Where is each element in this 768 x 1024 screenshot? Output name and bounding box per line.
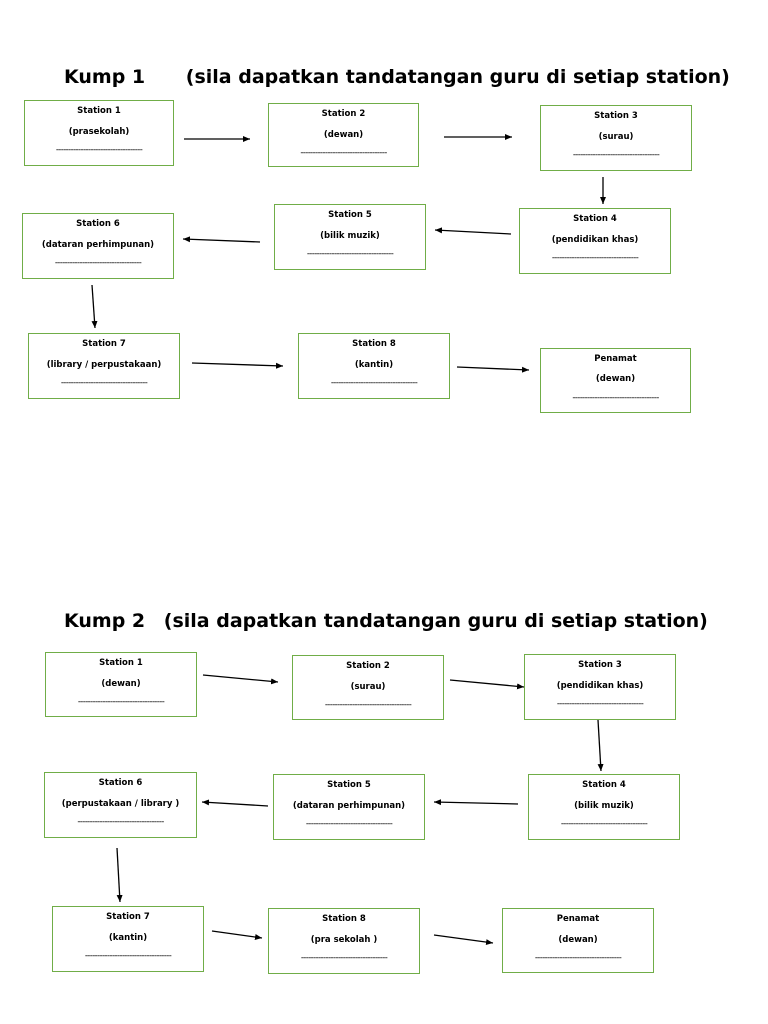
g2-arrow-4-5 <box>433 799 519 806</box>
g1-station-2-box: Station 2 (dewan) ----------------------… <box>268 103 419 167</box>
g1-station-1-title: Station 1 <box>77 106 121 116</box>
g2-station-6-box: Station 6 (perpustakaan / library ) ----… <box>44 772 197 838</box>
g2-station-5-signature: ----------------------------------- <box>305 819 393 829</box>
g1-station-2-title: Station 2 <box>321 109 366 119</box>
g2-station-3-title: Station 3 <box>578 660 622 670</box>
g2-arrow-3-4 <box>597 719 604 772</box>
g1-station-6-title: Station 6 <box>76 219 120 229</box>
g2-station-5-box: Station 5 (dataran perhimpunan) --------… <box>273 774 425 840</box>
g2-station-1-title: Station 1 <box>99 658 143 668</box>
g1-station-5-place: (bilik muzik) <box>320 231 380 241</box>
g2-finish-place: (dewan) <box>558 935 598 945</box>
g2-station-1-box: Station 1 (dewan) ----------------------… <box>45 652 197 717</box>
g1-station-5-title: Station 5 <box>328 210 372 220</box>
g2-station-7-title: Station 7 <box>106 912 150 922</box>
g2-station-7-signature: ----------------------------------- <box>84 951 172 961</box>
g2-arrow-6-7 <box>116 847 123 903</box>
g2-station-2-box: Station 2 (surau) ----------------------… <box>292 655 444 720</box>
g2-station-2-title: Station 2 <box>346 661 390 671</box>
g1-station-4-box: Station 4 (pendidikan khas) ------------… <box>519 208 671 274</box>
g1-station-5-signature: ----------------------------------- <box>306 249 394 259</box>
g1-station-4-signature: ----------------------------------- <box>551 253 639 263</box>
g1-station-1-box: Station 1 (prasekolah) -----------------… <box>24 100 174 166</box>
group-2-heading: Kump 2 (sila dapatkan tandatangan guru d… <box>64 610 708 632</box>
g2-station-4-place: (bilik muzik) <box>574 801 634 811</box>
g1-station-5-box: Station 5 (bilik muzik) ----------------… <box>274 204 426 270</box>
group-2-name: Kump 2 <box>64 610 146 632</box>
g1-station-7-box: Station 7 (library / perpustakaan) -----… <box>28 333 180 399</box>
g1-station-6-box: Station 6 (dataran perhimpunan) --------… <box>22 213 174 279</box>
g2-arrow-7-8 <box>211 930 263 941</box>
g2-station-7-box: Station 7 (kantin) ---------------------… <box>52 906 204 972</box>
g1-arrow-8-finish <box>456 366 530 373</box>
g1-arrow-5-6 <box>182 236 261 243</box>
g2-station-4-title: Station 4 <box>582 780 626 790</box>
g2-station-5-title: Station 5 <box>327 780 371 790</box>
g1-station-7-title: Station 7 <box>82 339 126 349</box>
g1-station-2-place: (dewan) <box>323 130 364 140</box>
g1-station-3-box: Station 3 (surau) ----------------------… <box>540 105 692 171</box>
g1-station-8-place: (kantin) <box>354 360 394 370</box>
g2-station-8-box: Station 8 (pra sekolah ) ---------------… <box>268 908 420 974</box>
group-1-instruction: (sila dapatkan tandatangan guru di setia… <box>185 66 730 88</box>
g2-station-2-signature: ----------------------------------- <box>324 700 412 710</box>
g1-finish-title: Penamat <box>594 354 637 364</box>
g1-station-6-signature: ----------------------------------- <box>54 258 142 268</box>
g2-station-6-title: Station 6 <box>98 778 143 788</box>
g1-station-7-signature: ----------------------------------- <box>60 378 148 388</box>
g2-station-7-place: (kantin) <box>108 933 148 943</box>
g2-station-1-signature: ----------------------------------- <box>77 697 165 707</box>
g1-arrow-6-7 <box>91 284 98 329</box>
g2-finish-title: Penamat <box>556 914 600 924</box>
g1-finish-signature: ----------------------------------- <box>572 393 659 403</box>
g1-arrow-4-5 <box>434 227 512 235</box>
group-1-name: Kump 1 <box>64 66 146 88</box>
g1-station-6-place: (dataran perhimpunan) <box>41 240 155 250</box>
g1-station-3-signature: ----------------------------------- <box>572 150 660 160</box>
g2-arrow-5-6 <box>201 799 269 807</box>
g1-station-7-place: (library / perpustakaan) <box>46 360 162 370</box>
g1-station-8-title: Station 8 <box>352 339 396 349</box>
group-2-instruction: (sila dapatkan tandatangan guru di setia… <box>163 610 708 632</box>
g1-station-4-place: (pendidikan khas) <box>551 235 639 245</box>
g2-station-8-title: Station 8 <box>322 914 366 924</box>
g1-station-1-signature: ----------------------------------- <box>55 145 143 155</box>
group-1-heading: Kump 1 (sila dapatkan tandatangan guru d… <box>64 66 730 88</box>
g1-station-8-box: Station 8 (kantin) ---------------------… <box>298 333 450 399</box>
g2-station-1-place: (dewan) <box>101 679 141 689</box>
g2-station-8-signature: ----------------------------------- <box>300 953 388 963</box>
g2-station-6-place: (perpustakaan / library ) <box>61 799 180 809</box>
g1-finish-place: (dewan) <box>595 374 636 384</box>
g2-arrow-8-finish <box>433 934 494 946</box>
g2-station-3-place: (pendidikan khas) <box>556 681 644 691</box>
g1-station-2-signature: ----------------------------------- <box>300 148 387 158</box>
g2-station-5-place: (dataran perhimpunan) <box>292 801 406 811</box>
g2-station-3-box: Station 3 (pendidikan khas) ------------… <box>524 654 676 720</box>
g2-station-4-signature: ----------------------------------- <box>560 819 648 829</box>
g1-arrow-7-8 <box>191 362 284 369</box>
g2-finish-box: Penamat (dewan) ------------------------… <box>502 908 654 973</box>
g1-station-1-place: (prasekolah) <box>68 127 130 137</box>
g1-finish-box: Penamat (dewan) ------------------------… <box>540 348 691 413</box>
g1-station-3-title: Station 3 <box>594 111 638 121</box>
g1-station-3-place: (surau) <box>598 132 634 142</box>
g2-arrow-1-2 <box>202 674 279 685</box>
g2-arrow-2-3 <box>449 679 525 690</box>
g2-station-4-box: Station 4 (bilik muzik) ----------------… <box>528 774 680 840</box>
g1-station-8-signature: ----------------------------------- <box>330 378 418 388</box>
g1-station-4-title: Station 4 <box>573 214 617 224</box>
g2-finish-signature: ----------------------------------- <box>534 953 622 963</box>
g2-station-2-place: (surau) <box>350 682 386 692</box>
g2-station-8-place: (pra sekolah ) <box>310 935 378 945</box>
g2-station-3-signature: ----------------------------------- <box>556 699 644 709</box>
g2-station-6-signature: ----------------------------------- <box>77 817 164 827</box>
